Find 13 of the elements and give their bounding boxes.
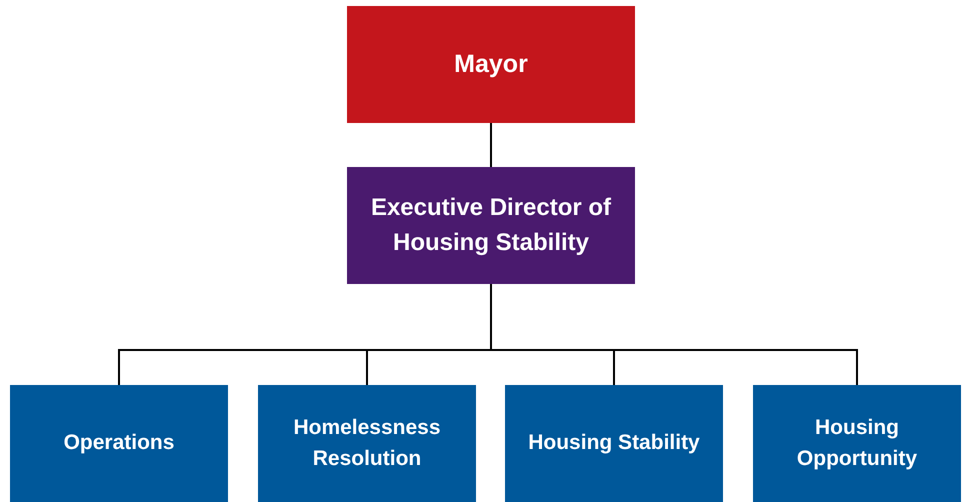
org-box bbox=[347, 6, 635, 123]
role-title: Operations bbox=[62, 430, 176, 456]
role-title: Homelessness Resolution bbox=[292, 415, 442, 472]
connector-line bbox=[490, 123, 492, 167]
org-box bbox=[10, 385, 228, 502]
org-box bbox=[347, 167, 635, 284]
role-title: Housing Stability bbox=[527, 430, 701, 456]
role-title: Executive Director of Housing Stability bbox=[370, 192, 612, 258]
org-box bbox=[753, 385, 961, 502]
role-title: Housing Opportunity bbox=[796, 415, 918, 472]
org-box bbox=[505, 385, 723, 502]
org-box bbox=[258, 385, 476, 502]
role-title: Mayor bbox=[453, 49, 529, 80]
